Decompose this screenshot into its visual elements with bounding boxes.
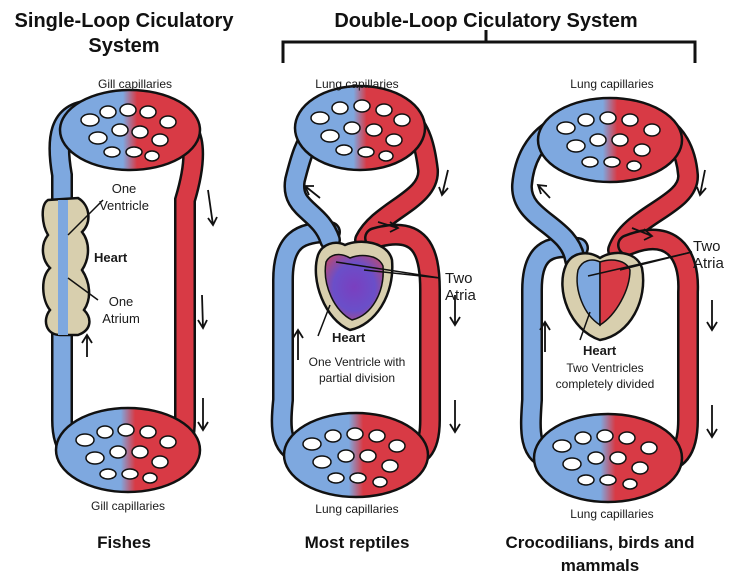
reptile-ventricle-label-1: One Ventricle with — [309, 355, 406, 369]
mammal-ventricles-label-1: Two Ventricles — [566, 361, 643, 375]
single-loop-header: Single-Loop Ciculatory — [15, 10, 235, 32]
fish-top-capillaries-icon — [60, 90, 200, 170]
mammal-title-line1: Crocodilians, birds and — [506, 533, 695, 552]
fish-circulation — [43, 90, 217, 492]
reptile-bottom-capillaries-label: Lung capillaries — [315, 502, 398, 516]
fish-atrium-label-1: One — [109, 294, 134, 309]
mammal-atria-label-2: Atria — [693, 255, 725, 272]
mammal-circulation — [522, 98, 717, 502]
mammal-bottom-capillaries-icon — [534, 414, 682, 502]
fish-title: Fishes — [97, 533, 151, 552]
fish-heart-label: Heart — [94, 250, 128, 265]
reptile-title: Most reptiles — [305, 533, 410, 552]
reptile-ventricle-label-2: partial division — [319, 371, 395, 385]
mammal-bottom-capillaries-label: Lung capillaries — [570, 507, 653, 521]
fish-atrium-label-2: Atrium — [102, 311, 140, 326]
fish-bottom-capillaries-label: Gill capillaries — [91, 499, 165, 513]
fish-ventricle-label-1: One — [112, 181, 137, 196]
reptile-top-capillaries-label: Lung capillaries — [315, 77, 398, 91]
fish-flow-arrows — [82, 190, 217, 430]
single-loop-header-line2: System — [88, 35, 159, 57]
mammal-title-line2: mammals — [561, 556, 639, 575]
fish-ventricle-label-2: Ventricle — [99, 198, 149, 213]
fish-top-capillaries-label: Gill capillaries — [98, 77, 172, 91]
reptile-atria-label-2: Atria — [445, 287, 477, 304]
double-loop-bracket — [283, 30, 695, 63]
reptile-bottom-capillaries-icon — [284, 413, 428, 497]
mammal-top-capillaries-icon — [538, 98, 682, 182]
reptile-circulation — [282, 86, 460, 497]
reptile-atria-label-1: Two — [445, 270, 473, 287]
mammal-atria-label-1: Two — [693, 238, 721, 255]
mammal-top-capillaries-label: Lung capillaries — [570, 77, 653, 91]
reptile-heart-label: Heart — [332, 330, 366, 345]
mammal-heart-label: Heart — [583, 343, 617, 358]
mammal-ventricles-label-2: completely divided — [556, 377, 655, 391]
double-loop-header: Double-Loop Ciculatory System — [334, 10, 637, 32]
